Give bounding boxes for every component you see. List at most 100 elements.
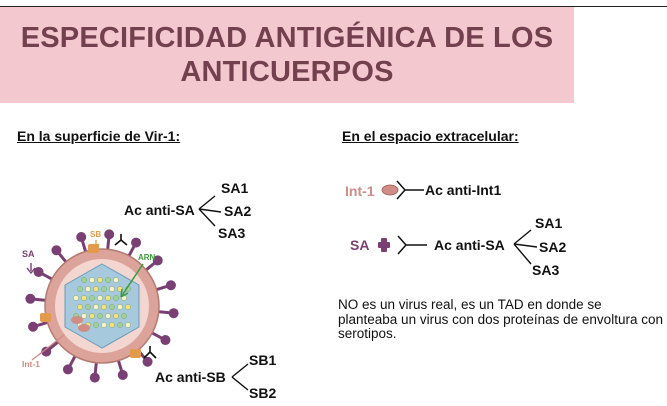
spike-head [131,237,142,248]
spike-head [160,335,171,346]
rna-segment [125,322,131,328]
ext-sa3-label: SA3 [532,262,559,278]
ext-anti-sa-branches [513,229,538,265]
spike-head [33,266,44,277]
int1-protein-icon [78,324,90,332]
rna-segment [81,277,87,283]
surface-sb1-label: SB1 [249,352,276,368]
ext-sa1-label: SA1 [535,215,562,231]
rna-segment [89,313,95,319]
right-section-heading: En el espacio extracelular: [342,128,519,144]
ext-anti-sa-antibody-icon [397,235,427,255]
surface-sb2-label: SB2 [249,385,276,401]
bound-antibody-icon [114,234,128,246]
rna-segment [117,304,123,310]
spike-head [25,293,36,304]
extracellular-int1-group: Int-1 Ac anti-Int1 [345,180,501,200]
arn-arrow-icon [120,263,144,298]
page-title-line-2: ANTICUERPOS [180,56,394,88]
rna-segment [101,286,107,292]
page-title-line-1: ESPECIFICIDAD ANTIGÉNICA DE LOS [20,22,554,54]
rna-segment [93,286,99,292]
rna-segment [97,313,103,319]
surface-anti-sa-branches [198,195,222,227]
spike-head [62,364,73,375]
explanatory-note: NO es un virus real, es un TAD en donde … [338,297,663,341]
surface-sa3-label: SA3 [218,225,245,241]
rna-segment [81,313,87,319]
rna-segment [125,304,131,310]
sb-protein-icons [40,244,141,358]
spike-head [152,255,163,266]
sb-protein-icon [40,313,51,322]
rna-segment [105,295,111,301]
surface-anti-sa-label: Ac anti-SA [124,202,195,218]
int1-protein-icon [71,316,83,324]
rna-segment [97,277,103,283]
spike-head [168,308,179,319]
rna-segment [109,322,115,328]
ext-anti-int1-label: Ac anti-Int1 [425,182,501,198]
surface-anti-sa-group: Ac anti-SA SA1 SA2 SA3 [124,180,251,241]
rna-segment [109,304,115,310]
rna-segment [109,286,115,292]
int1-pointer-line [31,334,65,361]
spike-head [41,346,52,357]
rna-segment [105,277,111,283]
spike-head [51,245,62,256]
rna-segment [93,304,99,310]
rna-segment [105,313,111,319]
surface-anti-sb-branches [231,363,249,391]
ext-anti-int1-antibody-icon [396,180,424,200]
rna-segment [121,313,127,319]
spike-head [89,372,100,383]
title-banner: ESPECIFICIDAD ANTIGÉNICA DE LOS ANTICUER… [0,7,574,103]
ext-sa-label: SA [350,237,369,253]
rna-segment [89,295,95,301]
rna-segment [113,277,119,283]
rna-segment [113,295,119,301]
spike-head [28,321,39,332]
spike-head [165,280,176,291]
left-section-heading: En la superficie de Vir-1: [17,128,181,144]
surface-sa2-label: SA2 [224,203,251,219]
rna-segment [77,304,83,310]
sa-arrow-icon [26,263,36,275]
rna-segment [101,322,107,328]
spike-head [104,229,115,240]
ext-anti-sa-label: Ac anti-SA [434,237,505,253]
rna-segment [117,322,123,328]
sb-protein-icon [130,349,141,358]
virus-particle [25,229,179,383]
rna-segment [77,286,83,292]
sb-protein-icon [88,244,99,253]
sb-arrow-icon [92,240,100,250]
bound-antibody-icon [143,346,157,359]
virus-int1-label: Int-1 [22,359,40,369]
spike-head [142,356,153,367]
rna-segment [81,295,87,301]
rna-segment [85,286,91,292]
sa-protein-icon [378,238,390,252]
rna-segment [73,295,79,301]
surface-sa1-label: SA1 [221,180,248,196]
rna-segment [113,313,119,319]
rna-segment [85,304,91,310]
extracellular-sa-group: SA Ac anti-SA SA1 SA2 SA3 [350,215,566,278]
ext-sa2-label: SA2 [539,239,566,255]
spike-head [76,232,87,243]
rna-segment [97,295,103,301]
surface-anti-sb-group: Ac anti-SB SB1 SB2 [155,352,276,401]
virus-sb-label: SB [90,230,101,239]
spike-head [117,369,128,380]
rna-segment [93,322,99,328]
rna-segment [89,277,95,283]
virus-arn-label: ARN [138,253,156,262]
rna-segment [101,304,107,310]
int1-protein-icon [381,184,399,196]
virus-sa-label: SA [22,249,35,259]
top-rule [0,6,667,7]
surface-anti-sb-label: Ac anti-SB [155,369,226,385]
ext-int1-label: Int-1 [345,183,375,199]
